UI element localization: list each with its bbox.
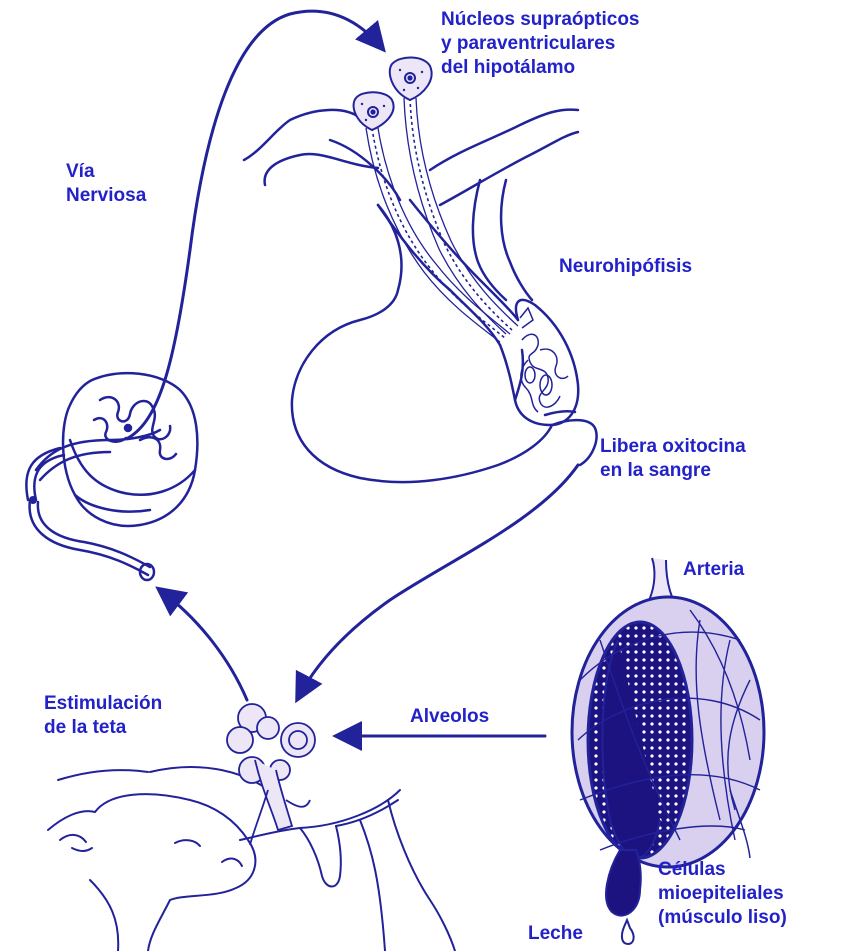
label-line: Células — [658, 858, 787, 882]
nerve-pathway-arrow — [128, 11, 382, 438]
ganglion — [29, 496, 37, 504]
label-line: del hipotálamo — [441, 56, 640, 80]
milk-drop — [622, 920, 634, 944]
label-line: de la teta — [44, 716, 162, 740]
pituitary-gland — [244, 110, 597, 482]
label-line: (músculo liso) — [658, 906, 787, 930]
spinal-cord — [26, 373, 197, 580]
posterior-lobe-capillaries — [520, 308, 568, 412]
label-line: Vía — [66, 160, 146, 184]
label-alveoli: Alveolos — [410, 705, 489, 729]
alveolus-duct — [606, 850, 641, 916]
label-myoepithelial-cells: Células mioepiteliales (músculo liso) — [658, 858, 787, 930]
label-milk: Leche — [528, 922, 583, 946]
label-line: y paraventriculares — [441, 32, 640, 56]
label-line: Leche — [528, 922, 583, 946]
label-line: Alveolos — [410, 705, 489, 729]
label-line: Estimulación — [44, 692, 162, 716]
label-hypothalamus-nuclei: Núcleos supraópticos y paraventriculares… — [441, 8, 640, 80]
neuron-cell-bodies — [354, 57, 432, 130]
label-artery: Arteria — [683, 558, 744, 582]
label-teat-stimulation: Estimulación de la teta — [44, 692, 162, 740]
cow-outline — [48, 767, 455, 951]
teat-alveoli-cluster — [227, 704, 315, 845]
oxytocin-blood-arrow — [298, 465, 578, 698]
teat-stimulus-arrow — [160, 590, 247, 700]
label-releases-oxytocin: Libera oxitocina en la sangre — [600, 435, 746, 483]
label-line: Nerviosa — [66, 184, 146, 208]
label-line: en la sangre — [600, 459, 746, 483]
label-line: mioepiteliales — [658, 882, 787, 906]
pathway-arrows — [128, 11, 578, 736]
label-nerve-pathway: Vía Nerviosa — [66, 160, 146, 208]
label-line: Neurohipófisis — [559, 255, 692, 279]
label-line: Libera oxitocina — [600, 435, 746, 459]
label-line: Arteria — [683, 558, 744, 582]
label-line: Núcleos supraópticos — [441, 8, 640, 32]
label-neurohypophysis: Neurohipófisis — [559, 255, 692, 279]
